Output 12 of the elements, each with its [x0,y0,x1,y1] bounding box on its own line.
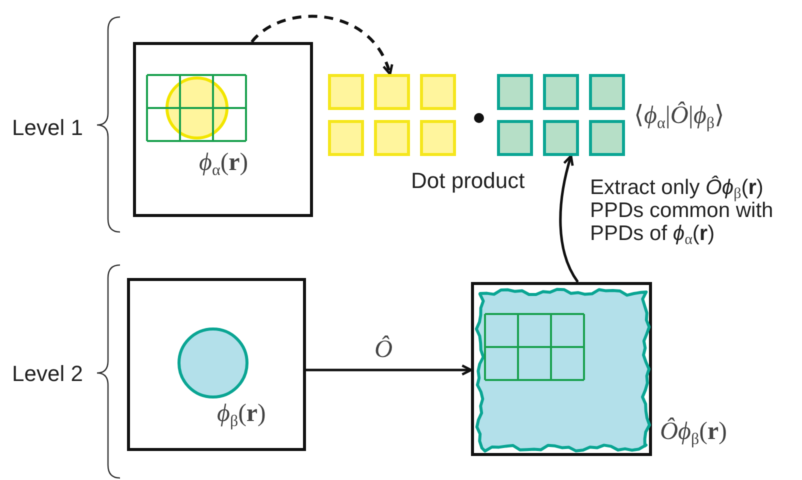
frame-box [133,42,313,217]
level-label: Level 2 [12,361,83,387]
curved-arrow [559,154,579,283]
arrow [306,364,472,376]
operation-label: Dot product [411,168,525,194]
formula-label: ⟨ϕ$_{α}$|Ô|ϕ$_{β}$⟩ [634,102,725,130]
level-label: Level 1 [12,115,83,141]
dashed-arrow [250,14,392,76]
frame-box [127,278,306,451]
function-label: ϕ$_{β}$(r) [217,400,266,428]
function-label: ϕ$_{α}$(r) [199,149,248,177]
formula-label: Ôϕ$_{β}$(r) [660,418,727,446]
